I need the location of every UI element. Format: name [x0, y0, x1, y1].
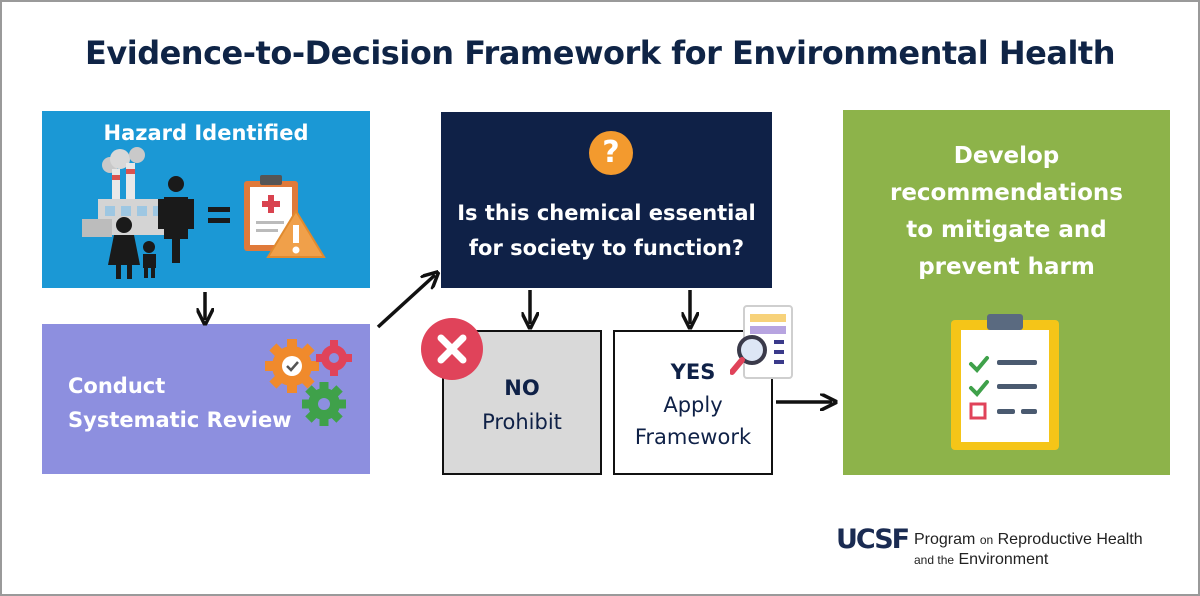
question-icon: ? [589, 131, 633, 175]
program-line-1: Program on Reproductive Health [914, 531, 1143, 548]
warning-icon [266, 209, 326, 258]
question-text: Is this chemical essential for society t… [441, 196, 772, 266]
hazard-identified-box: Hazard Identified [42, 111, 370, 288]
worker-icon [158, 176, 194, 263]
reject-x-icon [421, 318, 483, 380]
yes-line-1: Apply [663, 393, 723, 417]
equals-icon [208, 207, 230, 223]
ucsf-logo: UCSF [836, 524, 910, 555]
essential-question-box: ? Is this chemical essential for society… [441, 112, 772, 288]
yes-heading: YES [670, 360, 716, 384]
hazard-illustration [82, 147, 326, 279]
develop-recommendations-box: Develop recommendations to mitigate and … [843, 110, 1170, 475]
hazard-title: Hazard Identified [103, 121, 309, 145]
review-line-2: Systematic Review [68, 408, 292, 432]
question-line-2: for society to function? [468, 236, 745, 260]
yes-label: Apply Framework [615, 389, 771, 453]
magnifier-document-icon [730, 305, 793, 379]
page-title: Evidence-to-Decision Framework for Envir… [85, 34, 1116, 72]
systematic-review-label: Conduct Systematic Review [68, 369, 292, 437]
outcome-line-1: Develop [953, 143, 1060, 169]
gears-icon [265, 339, 352, 426]
systematic-review-box: Conduct Systematic Review [42, 324, 370, 474]
outcome-line-3: to mitigate and [906, 217, 1107, 243]
arrow-review-to-question [376, 275, 435, 329]
review-line-1: Conduct [68, 374, 166, 398]
program-name: Program on Reproductive Health and the E… [914, 530, 1143, 570]
checklist-clipboard-icon [951, 314, 1059, 450]
outcome-line-2: recommendations [889, 180, 1123, 206]
outcome-line-4: prevent harm [918, 254, 1095, 280]
no-label: Prohibit [482, 410, 562, 434]
yes-line-2: Framework [634, 425, 752, 449]
develop-recommendations-label: Develop recommendations to mitigate and … [843, 138, 1170, 286]
program-line-2: and the Environment [914, 551, 1049, 568]
family-icon [108, 217, 156, 279]
yes-apply-framework-box: YES Apply Framework [613, 330, 773, 475]
question-line-1: Is this chemical essential [457, 201, 756, 225]
no-heading: NO [504, 376, 540, 400]
